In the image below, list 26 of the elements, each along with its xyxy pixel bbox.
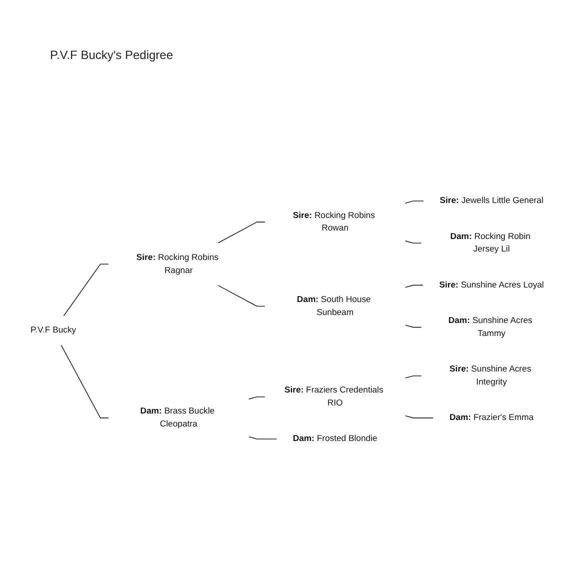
connector	[60, 344, 109, 418]
node-text: Dam: Frazier's Emma	[449, 413, 534, 422]
connector	[404, 324, 422, 328]
node-text: Dam: Rocking Robin Jersey Lil	[450, 232, 530, 254]
connector	[404, 375, 422, 378]
connector	[404, 200, 424, 204]
connector	[248, 436, 278, 440]
node-text: Dam: South House Sunbeam	[296, 294, 371, 318]
node-text: Sire: Sunshine Acres Loyal	[439, 280, 544, 290]
node-text: P.V.F Bucky	[30, 326, 76, 335]
connector	[63, 264, 109, 316]
node-text: Dam: Frosted Blondie	[292, 434, 378, 444]
title: P.V.F Bucky's Pedigree	[50, 48, 174, 62]
node-text: Sire: Rocking Robins Rowan	[292, 210, 375, 233]
node-text: Sire: Sunshine Acres Integrity	[450, 364, 532, 387]
connector	[248, 396, 266, 400]
node-text: Dam: Sunshine Acres Tammy	[448, 316, 532, 338]
node-text: Dam: Brass Buckle Cleopatra	[140, 406, 215, 429]
node-text: Sire: Fraziers Credentials RIO	[284, 386, 384, 408]
node-text: Sire: Rocking Robins Ragnar	[136, 252, 218, 275]
node-text: Sire: Jewells Little General	[440, 196, 544, 206]
connector	[217, 284, 266, 307]
connector	[404, 284, 424, 288]
connector	[217, 222, 266, 244]
connector	[404, 415, 434, 418]
connector	[404, 240, 422, 244]
